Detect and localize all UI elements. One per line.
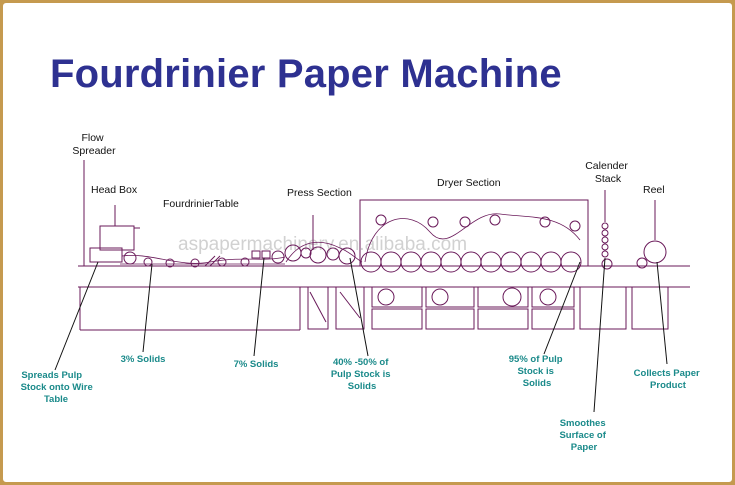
solids40-annotation-line-3: Solids — [348, 381, 377, 392]
collects-annotation: Collects Paper Product — [634, 368, 703, 391]
collects-annotation-line-1: Collects Paper — [634, 368, 700, 379]
reel-shape — [631, 200, 669, 330]
solids40-annotation-line-1: 40% -50% of — [333, 357, 389, 368]
dryer-section-label: Dryer Section — [437, 177, 501, 189]
solids3-annotation: 3% Solids — [121, 354, 166, 365]
solids7-annotation: 7% Solids — [234, 359, 279, 370]
head-box-shape — [89, 205, 140, 263]
leader-lines — [54, 257, 668, 413]
calender-stack-label-line-1: Calender — [585, 160, 628, 172]
collects-annotation-line-2: Product — [650, 380, 687, 391]
fourdrinier-table-shape — [120, 250, 286, 268]
solids95-annotation-line-2: Stock is — [517, 366, 553, 377]
reel-label: Reel — [643, 184, 665, 196]
calender-stack-shape — [579, 190, 627, 330]
smoothes-annotation-line-2: Surface of — [559, 430, 606, 441]
spreads-annotation-line-2: Stock onto Wire — [21, 382, 93, 393]
press-section-label: Press Section — [287, 187, 352, 199]
dryer-section-shape — [359, 199, 589, 330]
solids40-annotation: 40% -50% of Pulp Stock is Solids — [331, 357, 393, 392]
smoothes-annotation: Smoothes Surface of Paper — [559, 418, 608, 453]
flow-spreader-label-line-2: Spreader — [72, 145, 116, 157]
page-title: Fourdrinier Paper Machine — [50, 52, 562, 96]
spreads-annotation-line-3: Table — [44, 394, 68, 405]
watermark: aspapermachinery.en.alibaba.com — [178, 234, 467, 255]
head-box-label: Head Box — [91, 184, 138, 196]
solids95-annotation: 95% of Pulp Stock is Solids — [509, 354, 565, 389]
spreads-annotation-line-1: Spreads Pulp — [21, 370, 82, 381]
smoothes-annotation-line-3: Paper — [571, 442, 598, 453]
flow-spreader-label-line-1: Flow — [81, 132, 104, 144]
solids40-annotation-line-2: Pulp Stock is — [331, 369, 391, 380]
flow-spreader-label: Flow Spreader — [72, 132, 116, 157]
machine-drawing — [78, 160, 690, 331]
solids95-annotation-line-1: 95% of Pulp — [509, 354, 563, 365]
smoothes-annotation-line-1: Smoothes — [560, 418, 606, 429]
calender-stack-label: Calender Stack — [585, 160, 631, 185]
press-section-shape — [284, 215, 365, 330]
solids95-annotation-line-3: Solids — [523, 378, 552, 389]
calender-stack-label-line-2: Stack — [595, 173, 622, 185]
fourdrinier-table-label: FourdrinierTable — [163, 198, 239, 210]
spreads-annotation: Spreads Pulp Stock onto Wire Table — [21, 370, 96, 405]
